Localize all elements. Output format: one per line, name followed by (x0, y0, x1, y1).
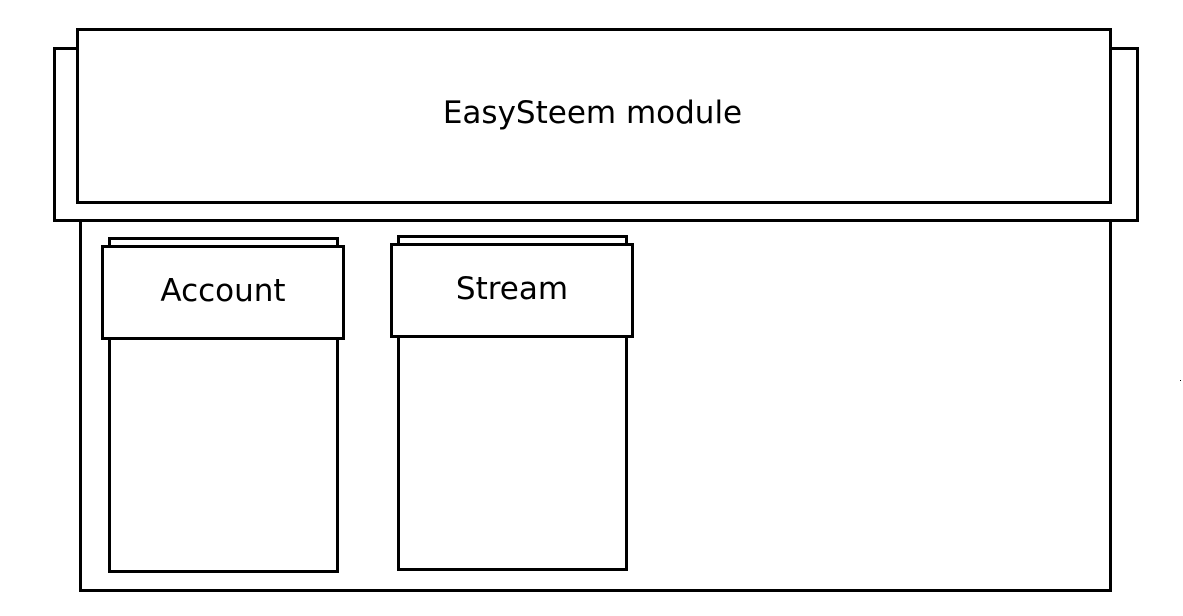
module-header: EasySteem module (76, 28, 1112, 204)
stream-label: Stream (455, 271, 569, 307)
stray-dot (1180, 380, 1181, 381)
stream-component-header: Stream (390, 243, 634, 338)
account-label: Account (160, 273, 286, 309)
account-component-header: Account (101, 245, 345, 340)
module-title: EasySteem module (442, 95, 743, 131)
